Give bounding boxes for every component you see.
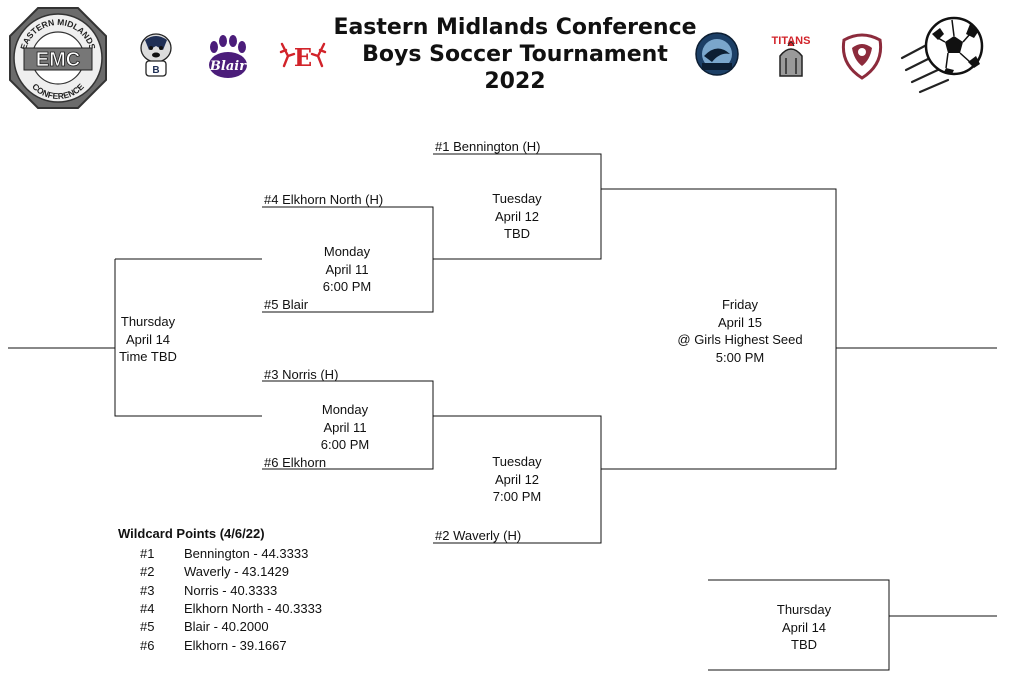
game-time: 6:00 PM xyxy=(320,437,370,452)
bracket-team-waverly: #2 Waverly (H) xyxy=(435,528,522,543)
wildcard-row: #2 Waverly - 43.1429 xyxy=(140,564,289,579)
game-time: TBD xyxy=(504,226,530,241)
wildcard-entry: Elkhorn North - 40.3333 xyxy=(184,601,323,616)
svg-text:B: B xyxy=(152,65,159,76)
wildcard-rank: #5 xyxy=(140,619,155,634)
game-date: April 12 xyxy=(494,208,540,224)
wildcard-rank: #1 xyxy=(140,546,155,561)
waverly-vikings-logo xyxy=(695,32,739,76)
game-date: April 12 xyxy=(494,471,540,487)
game-day: Monday xyxy=(321,402,369,417)
game-quarterfinal-a: Monday April 11 6:00 PM xyxy=(290,243,404,296)
soccer-ball-icon xyxy=(900,16,984,94)
game-semifinal-top: Tuesday April 12 TBD xyxy=(460,190,574,243)
elkhorn-antler-logo: E xyxy=(279,42,327,72)
game-day: Friday xyxy=(721,297,759,312)
game-date: April 11 xyxy=(323,419,367,435)
game-day: Thursday xyxy=(120,314,176,329)
emc-conference-logo: EASTERN MIDLANDS CONFERENCE EMC xyxy=(9,7,107,109)
game-consolation: Thursday April 14 Time TBD xyxy=(100,313,196,366)
game-location: @ Girls Highest Seed xyxy=(677,332,803,347)
bennington-badger-logo: B xyxy=(140,33,172,77)
wildcard-rank: #4 xyxy=(140,601,155,616)
wildcard-row: #3 Norris - 40.3333 xyxy=(140,583,277,598)
bracket-team-norris: #3 Norris (H) xyxy=(264,367,339,382)
bracket-team-elkhorn: #6 Elkhorn xyxy=(264,455,327,470)
elkhorn-letter: E xyxy=(294,43,312,72)
wildcard-row: #4 Elkhorn North - 40.3333 xyxy=(140,601,322,616)
wildcard-entry: Blair - 40.2000 xyxy=(184,619,269,634)
game-extra: Thursday April 14 TBD xyxy=(750,601,858,654)
game-time: Time TBD xyxy=(119,349,177,364)
wildcard-entry: Norris - 40.3333 xyxy=(184,583,278,598)
game-quarterfinal-b: Monday April 11 6:00 PM xyxy=(288,401,402,454)
game-time: 7:00 PM xyxy=(492,489,542,504)
wildcard-entry: Waverly - 43.1429 xyxy=(184,564,290,579)
tournament-title: Eastern Midlands Conference Boys Soccer … xyxy=(330,14,700,95)
wildcard-title: Wildcard Points (4/6/22) xyxy=(118,526,265,541)
wildcard-rank: #6 xyxy=(140,638,155,653)
game-time: 6:00 PM xyxy=(322,279,372,294)
wildcard-rank: #2 xyxy=(140,564,155,579)
game-date: April 11 xyxy=(325,261,369,277)
maroon-team-logo xyxy=(841,33,883,80)
game-final: Friday April 15 @ Girls Highest Seed 5:0… xyxy=(660,296,820,366)
game-time: TBD xyxy=(791,637,817,652)
title-line-1: Eastern Midlands Conference xyxy=(333,15,697,40)
game-semifinal-bottom: Tuesday April 12 7:00 PM xyxy=(460,453,574,506)
game-date: April 15 xyxy=(717,314,763,330)
game-date: April 14 xyxy=(781,619,827,635)
title-line-2: Boys Soccer Tournament xyxy=(362,42,668,67)
bracket-team-blair: #5 Blair xyxy=(264,297,309,312)
title-line-3: 2022 xyxy=(484,69,546,94)
wildcard-row: #1 Bennington - 44.3333 xyxy=(140,546,308,561)
game-date: April 14 xyxy=(125,331,171,347)
game-day: Thursday xyxy=(776,602,832,617)
blair-script-text: Blair xyxy=(209,59,247,74)
blair-paw-logo: Blair xyxy=(209,35,247,78)
game-day: Tuesday xyxy=(492,454,542,469)
emc-center-text: EMC xyxy=(36,49,80,71)
wildcard-row: #5 Blair - 40.2000 xyxy=(140,619,269,634)
bracket-team-elkhorn-north: #4 Elkhorn North (H) xyxy=(264,192,384,207)
wildcard-rank: #3 xyxy=(140,583,155,598)
wildcard-entry: Elkhorn - 39.1667 xyxy=(184,638,287,653)
game-time: 5:00 PM xyxy=(715,349,765,365)
game-day: Tuesday xyxy=(492,191,542,206)
bracket-team-bennington: #1 Bennington (H) xyxy=(435,139,541,154)
wildcard-entry: Bennington - 44.3333 xyxy=(184,546,309,561)
wildcard-row: #6 Elkhorn - 39.1667 xyxy=(140,638,287,653)
game-day: Monday xyxy=(323,244,371,259)
titans-logo: TITANS xyxy=(772,35,811,77)
titans-text: TITANS xyxy=(772,35,811,47)
